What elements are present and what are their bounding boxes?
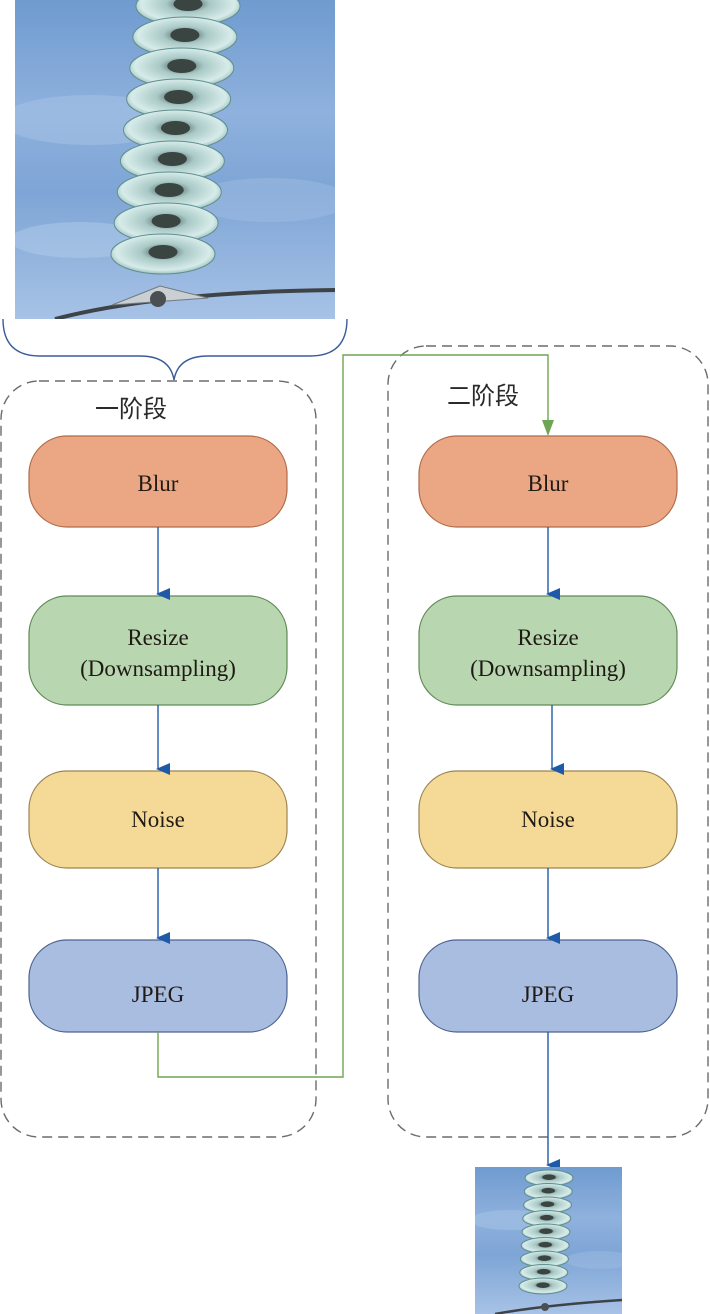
stage-1-blur-node: Blur bbox=[28, 435, 288, 528]
stage-2-jpeg-node: JPEG bbox=[418, 939, 678, 1033]
insulator-cap bbox=[173, 0, 203, 11]
node-label: JPEG bbox=[522, 982, 574, 1007]
insulator-cap bbox=[536, 1282, 550, 1288]
insulator-cap bbox=[540, 1201, 555, 1207]
insulator-cap bbox=[157, 152, 187, 166]
stage-2-noise-node: Noise bbox=[418, 770, 678, 869]
insulator-cap bbox=[540, 1214, 554, 1221]
insulator-cap bbox=[538, 1241, 552, 1248]
node-sublabel: (Downsampling) bbox=[80, 656, 236, 681]
node-label: Resize bbox=[517, 625, 578, 650]
stage-2-blur-node: Blur bbox=[418, 435, 678, 528]
node-label: Blur bbox=[138, 471, 179, 496]
stage-1-label: 一阶段 bbox=[95, 395, 167, 423]
insulator-cap bbox=[154, 183, 184, 197]
insulator-cap bbox=[167, 59, 197, 73]
insulator-cap bbox=[151, 214, 181, 228]
group-brace bbox=[2, 318, 348, 381]
stage-1-resize-node: Resize (Downsampling) bbox=[28, 595, 288, 706]
output-image bbox=[475, 1167, 622, 1314]
stage-1-container bbox=[0, 380, 317, 1138]
insulator-cap bbox=[537, 1255, 552, 1261]
insulator-cap bbox=[170, 28, 200, 42]
stage-2-label: 二阶段 bbox=[447, 382, 519, 410]
node-sublabel: (Downsampling) bbox=[470, 656, 626, 681]
node-label: Resize bbox=[127, 625, 188, 650]
node-label: Blur bbox=[528, 471, 569, 496]
insulator-cap bbox=[539, 1228, 553, 1234]
insulator-cap bbox=[148, 245, 178, 259]
stage-1-jpeg-node: JPEG bbox=[28, 939, 288, 1033]
insulator-cap bbox=[164, 90, 194, 104]
arrow-stage1-to-stage2 bbox=[157, 354, 554, 1078]
node-label: JPEG bbox=[132, 982, 184, 1007]
stage-2-resize-node: Resize (Downsampling) bbox=[418, 595, 678, 706]
insulator-cap bbox=[541, 1187, 555, 1194]
input-image bbox=[15, 0, 335, 319]
node-label: Noise bbox=[131, 807, 185, 832]
insulator-cap bbox=[537, 1268, 551, 1275]
insulator-cap bbox=[542, 1174, 556, 1180]
insulator-cap bbox=[160, 121, 191, 135]
node-label: Noise bbox=[521, 807, 575, 832]
stage-1-noise-node: Noise bbox=[28, 770, 288, 869]
